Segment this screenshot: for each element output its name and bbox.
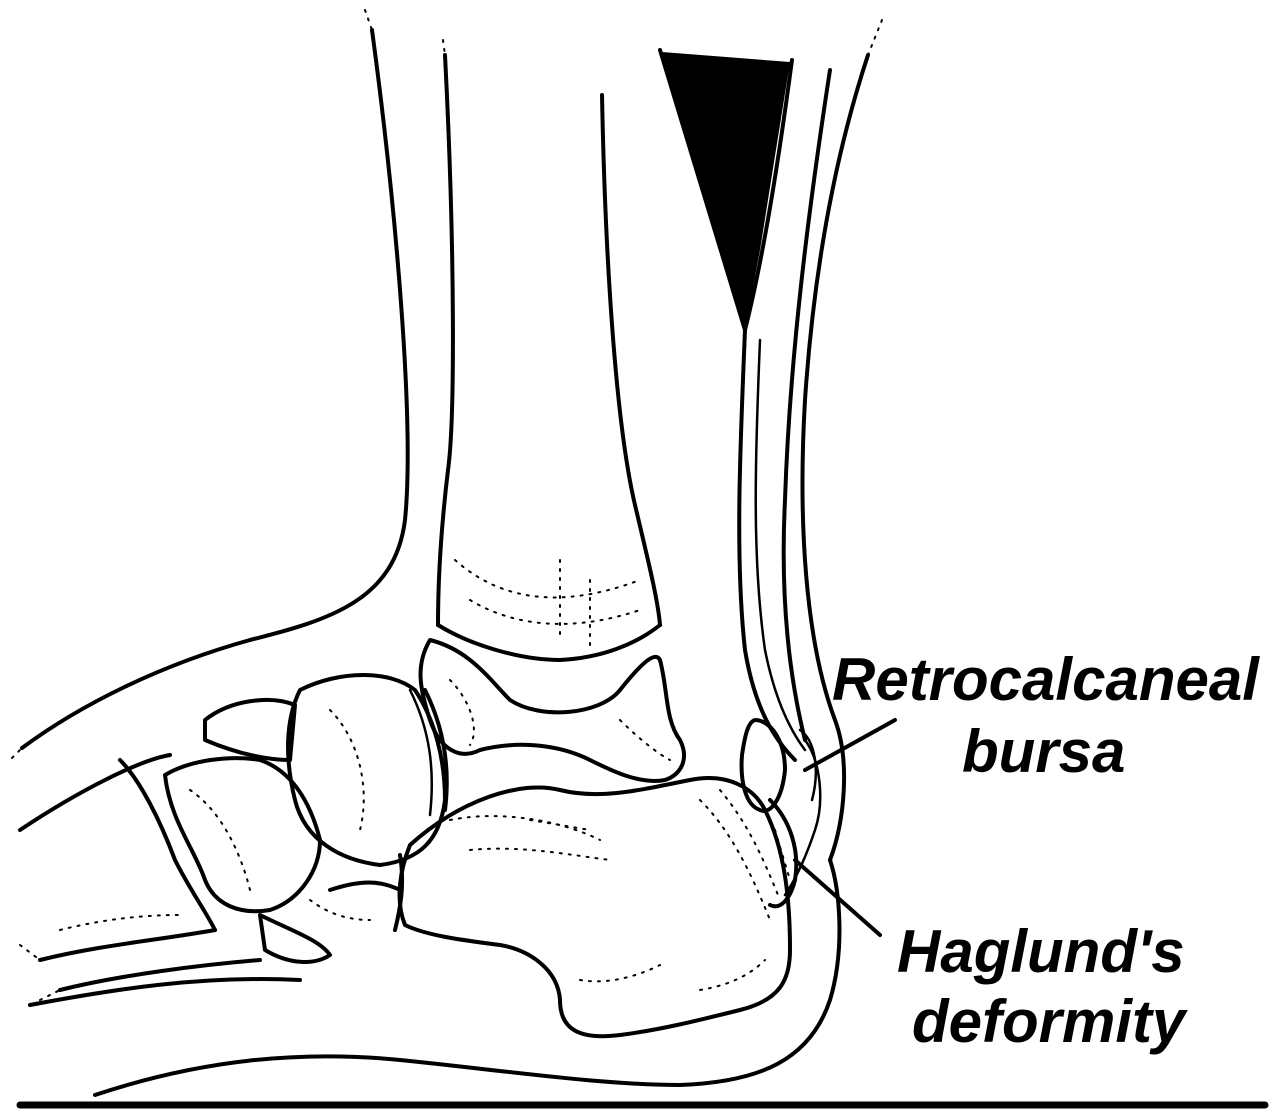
retrocalcaneal-label-line1: Retrocalcaneal bbox=[832, 646, 1260, 713]
calcaneus-bone bbox=[400, 778, 790, 1036]
retrocalcaneal-bursa bbox=[742, 720, 816, 811]
haglund-deformity bbox=[770, 800, 796, 906]
retrocalcaneal-leader-line bbox=[805, 720, 895, 770]
metatarsal-bones bbox=[20, 760, 300, 1005]
haglund-label-line1: Haglund's bbox=[897, 918, 1185, 985]
tibia-bone bbox=[438, 95, 660, 660]
haglund-label-line2: deformity bbox=[912, 988, 1188, 1055]
retrocalcaneal-label-line2: bursa bbox=[962, 718, 1125, 785]
